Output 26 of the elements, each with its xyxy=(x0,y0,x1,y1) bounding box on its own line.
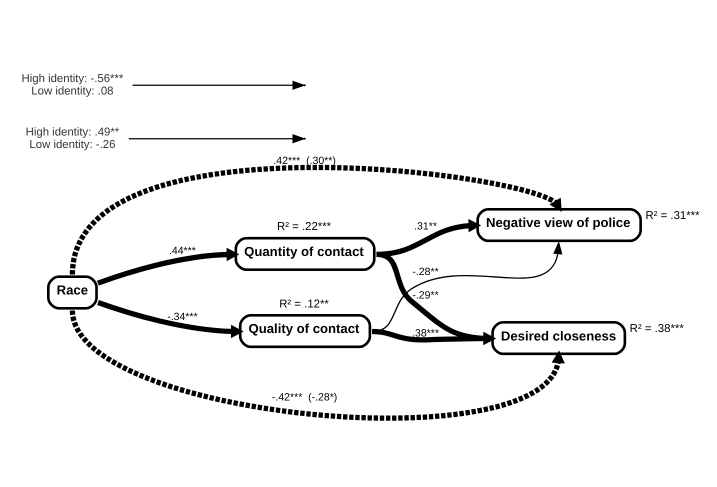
edge-label: -.42*** (-.28*) xyxy=(272,390,338,403)
node-label: R² = .22*** xyxy=(277,220,332,233)
arrow xyxy=(70,164,562,275)
arrow xyxy=(70,309,565,420)
node-box: Race xyxy=(47,274,98,310)
node-box: Quality of contact xyxy=(238,313,372,348)
node-label: R² = .12** xyxy=(279,298,329,310)
node-text: High identity: -.56*** Low identity: .08 xyxy=(22,72,124,97)
arrow xyxy=(97,300,244,338)
arrow xyxy=(376,218,482,256)
node-text: High identity: .49** Low identity: -.26 xyxy=(26,126,120,150)
edge-label: .31** xyxy=(414,220,437,232)
edge-label: -.34*** xyxy=(167,310,198,322)
edge-label: .38*** xyxy=(412,326,439,339)
node-box: Quantity of contact xyxy=(234,236,376,271)
node-box: Desired closeness xyxy=(491,320,626,355)
arrow xyxy=(96,247,240,286)
arrow xyxy=(376,251,496,345)
node-label: R² = .38*** xyxy=(630,322,684,334)
edge-label: .42*** (.30**) xyxy=(273,154,336,166)
edge-label: .44*** xyxy=(168,244,196,257)
edge-label: -.29** xyxy=(412,289,439,302)
arrow xyxy=(372,328,496,345)
node-box: Negative view of police xyxy=(476,207,642,242)
edge-label: -.28** xyxy=(412,266,439,278)
node-label: R² = .31*** xyxy=(645,209,700,222)
